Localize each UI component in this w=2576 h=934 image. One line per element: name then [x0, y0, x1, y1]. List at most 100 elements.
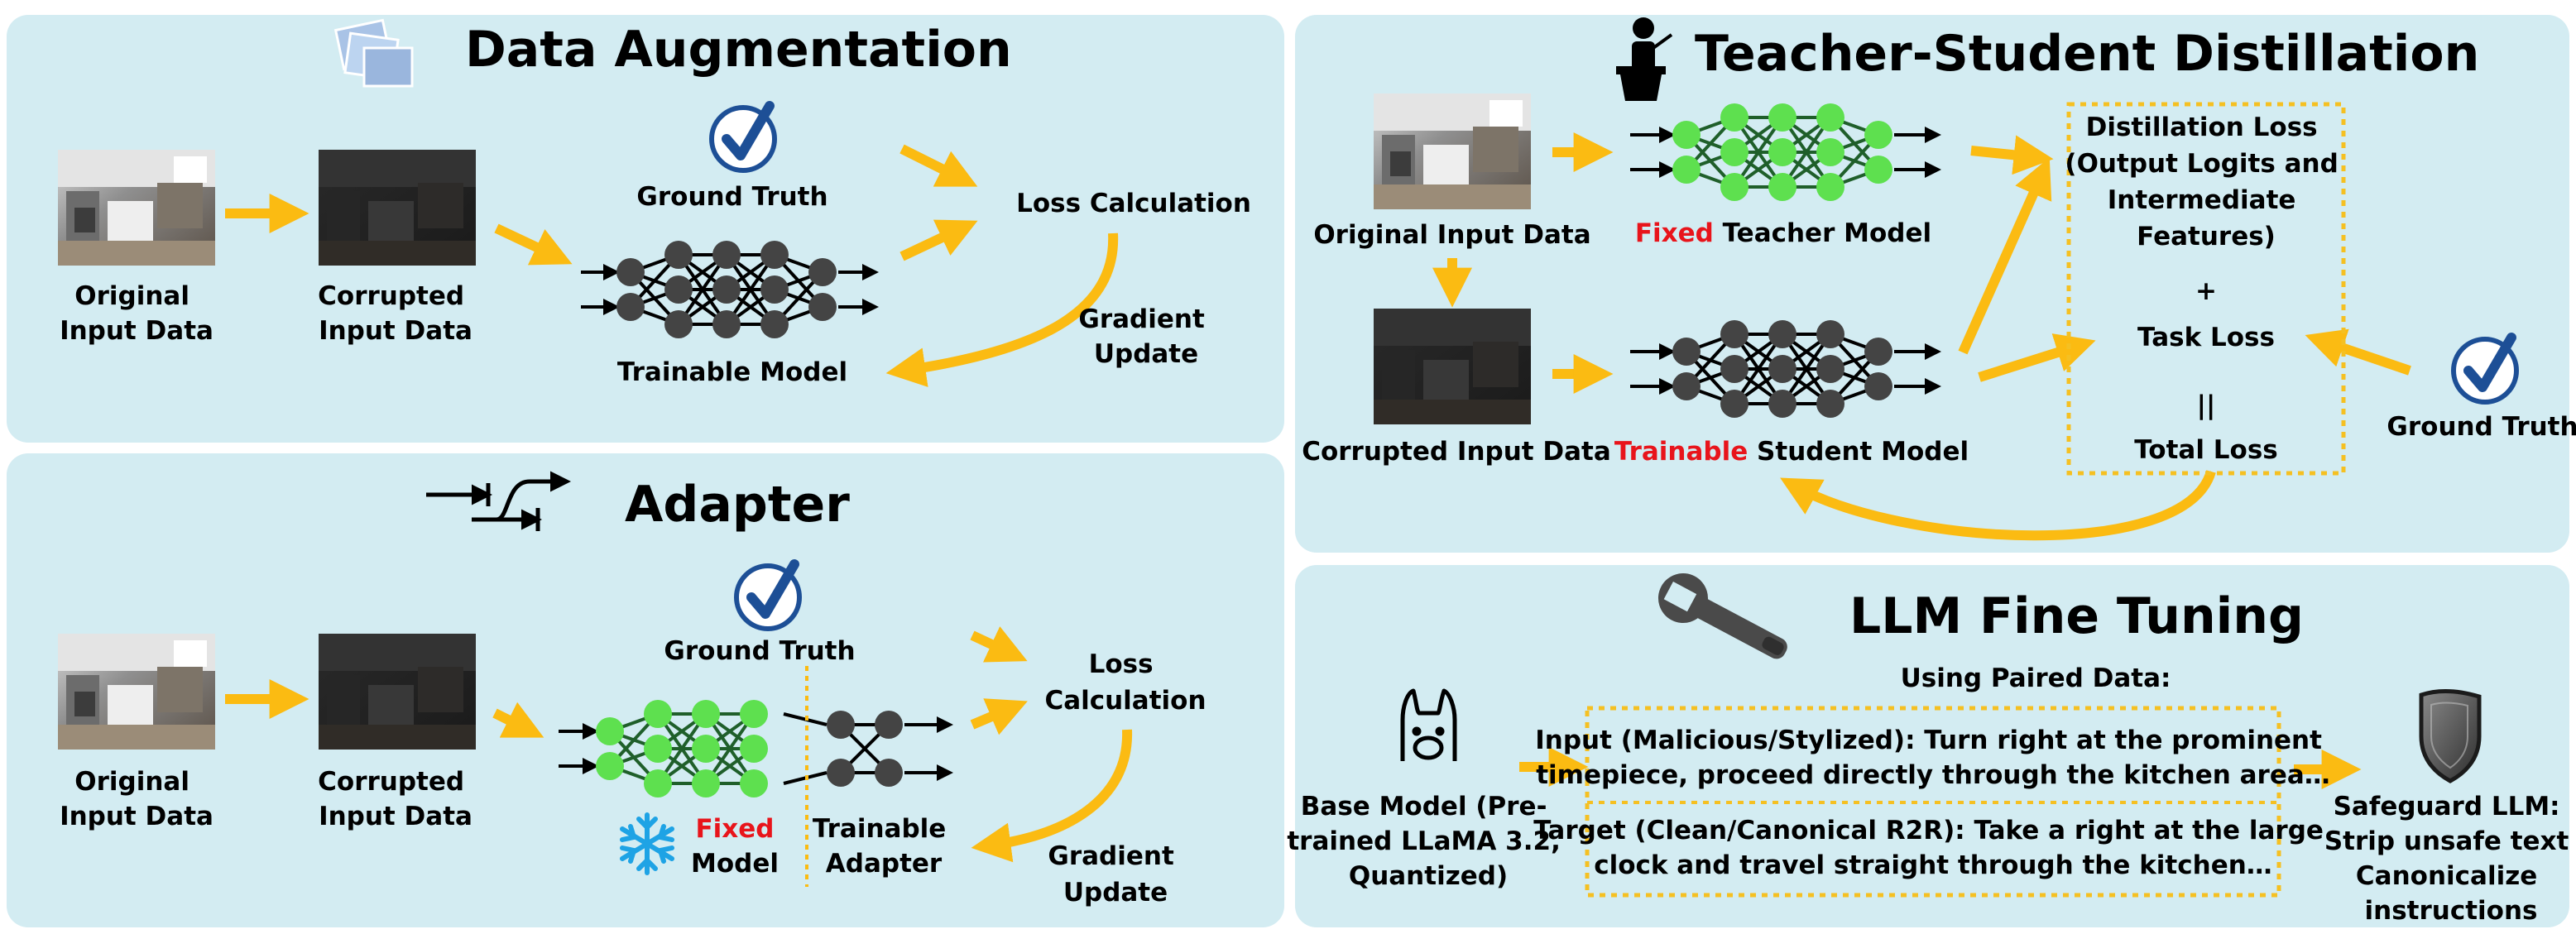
network-node: [1816, 355, 1844, 383]
network-node: [1720, 390, 1749, 418]
network-node: [1768, 138, 1796, 166]
network-node: [1720, 173, 1749, 201]
adapter-arrow-corrupted-to-model: [492, 702, 544, 738]
panel-llm-fine-tuning: [1295, 565, 2569, 927]
network-node: [692, 735, 720, 763]
adapter-arrow-model-to-loss: [970, 698, 1028, 735]
gradient-update-label: Gradient Update: [1078, 304, 1213, 369]
target-example-text: Target (Clean/Canonical R2R): Take a rig…: [1533, 816, 2332, 880]
ts-corrupted-input-image: [1374, 309, 1531, 424]
equals-sign: ||: [2197, 390, 2216, 420]
panel-adapter: [7, 453, 1284, 927]
network-node: [1720, 355, 1749, 383]
ts-ground-truth-check-icon: [2451, 333, 2519, 405]
network-node: [760, 310, 789, 338]
network-edge: [1733, 333, 1784, 405]
network-edge: [1781, 116, 1832, 189]
adapter-original-input-image: [58, 634, 215, 750]
student-model-network: [1630, 320, 1941, 418]
network-node: [1864, 121, 1892, 149]
adapter-original-input-label: Original Input Data: [60, 767, 213, 831]
network-node: [616, 258, 645, 286]
network-node: [1864, 156, 1892, 184]
adapter-corrupted-input-label: Corrupted Input Data: [318, 767, 473, 831]
stacked-photos-icon: [333, 18, 414, 88]
network-node: [644, 735, 672, 763]
trainable-model-network: [581, 241, 879, 338]
network-edge: [1781, 333, 1832, 405]
network-node: [808, 258, 837, 286]
teacher-icon: [1616, 17, 1673, 101]
network-node: [1768, 320, 1796, 348]
panel-title-teacher-student: Teacher-Student Distillation: [1695, 25, 2479, 83]
original-input-label: Original Input Data: [60, 281, 213, 346]
wrench-icon: [1657, 573, 1787, 659]
input-example-text: Input (Malicious/Stylized): Turn right a…: [1535, 726, 2331, 790]
panel-data-augmentation: [7, 15, 1284, 443]
snowflake-icon: [620, 812, 674, 875]
network-node: [827, 759, 855, 787]
network-edge: [1733, 116, 1784, 189]
network-node: [644, 769, 672, 797]
network-node: [740, 769, 768, 797]
trainable-adapter-label: Trainable Adapter: [813, 814, 955, 879]
base-model-label: Base Model (Pre- trained LLaMA 3.2, Quan…: [1287, 792, 1569, 891]
distillation-loss-label: Distillation Loss (Output Logits and Int…: [2065, 113, 2347, 251]
corrupted-input-label: Corrupted Input Data: [318, 281, 473, 346]
panel-title-data-augmentation: Data Augmentation: [465, 21, 1012, 79]
ground-truth-check-icon: [709, 101, 777, 173]
network-node: [1816, 103, 1844, 132]
network-node: [1864, 372, 1892, 400]
ts-arrow-student-to-distill: [1958, 157, 2052, 355]
network-node: [1816, 173, 1844, 201]
network-node: [1816, 390, 1844, 418]
network-node: [664, 310, 693, 338]
arrow-ground-truth-to-loss: [899, 144, 978, 187]
panel-title-adapter: Adapter: [625, 476, 850, 534]
original-input-image: [58, 150, 215, 266]
network-node: [596, 752, 624, 780]
network-node: [875, 759, 903, 787]
model-word: Model: [691, 849, 779, 879]
network-node: [692, 769, 720, 797]
arrow-model-to-loss: [899, 219, 978, 261]
network-node: [827, 711, 855, 739]
loss-calculation-label: Loss Calculation: [1016, 189, 1251, 218]
network-node: [1816, 320, 1844, 348]
network-node: [760, 275, 789, 304]
network-node: [1720, 320, 1749, 348]
paired-data-label: Using Paired Data:: [1901, 663, 2171, 693]
arrow-corrupted-to-model: [494, 223, 573, 266]
adapter-gradient-update-label: Gradient Update: [1048, 841, 1182, 908]
task-loss-label: Task Loss: [2137, 323, 2275, 352]
network-node: [712, 241, 741, 269]
fixed-model-network: [559, 700, 768, 797]
loss-box: [2066, 102, 2346, 476]
safeguard-llm-label: Safeguard LLM: Strip unsafe text Canonic…: [2324, 792, 2576, 926]
network-node: [1672, 338, 1701, 366]
network-node: [875, 711, 903, 739]
network-node: [1720, 103, 1749, 132]
ts-arrow-student-to-task: [1978, 333, 2096, 382]
network-node: [740, 735, 768, 763]
adapter-ground-truth-label: Ground Truth: [664, 636, 855, 666]
student-model-label: Trainable Student Model: [1614, 437, 1969, 467]
network-node: [1720, 138, 1749, 166]
panel-title-llm-fine-tuning: LLM Fine Tuning: [1849, 587, 2304, 645]
teacher-model-network: [1630, 103, 1941, 201]
network-node: [1768, 355, 1796, 383]
ts-arrow-total-loss-feedback: [1780, 469, 2216, 541]
network-edge: [704, 712, 756, 785]
llama-icon: [1400, 688, 1457, 761]
network-node: [1768, 103, 1796, 132]
network-edge: [725, 253, 776, 326]
teacher-model-label: Fixed Teacher Model: [1635, 218, 1931, 248]
ts-arrow-teacher-to-distill: [1970, 135, 2054, 175]
network-node: [1816, 138, 1844, 166]
adapter-loss-calculation-label: Loss Calculation: [1044, 649, 1206, 716]
ts-arrow-ground-truth-to-task: [2305, 328, 2411, 376]
network-node: [596, 717, 624, 745]
network-node: [664, 241, 693, 269]
network-node: [740, 700, 768, 728]
